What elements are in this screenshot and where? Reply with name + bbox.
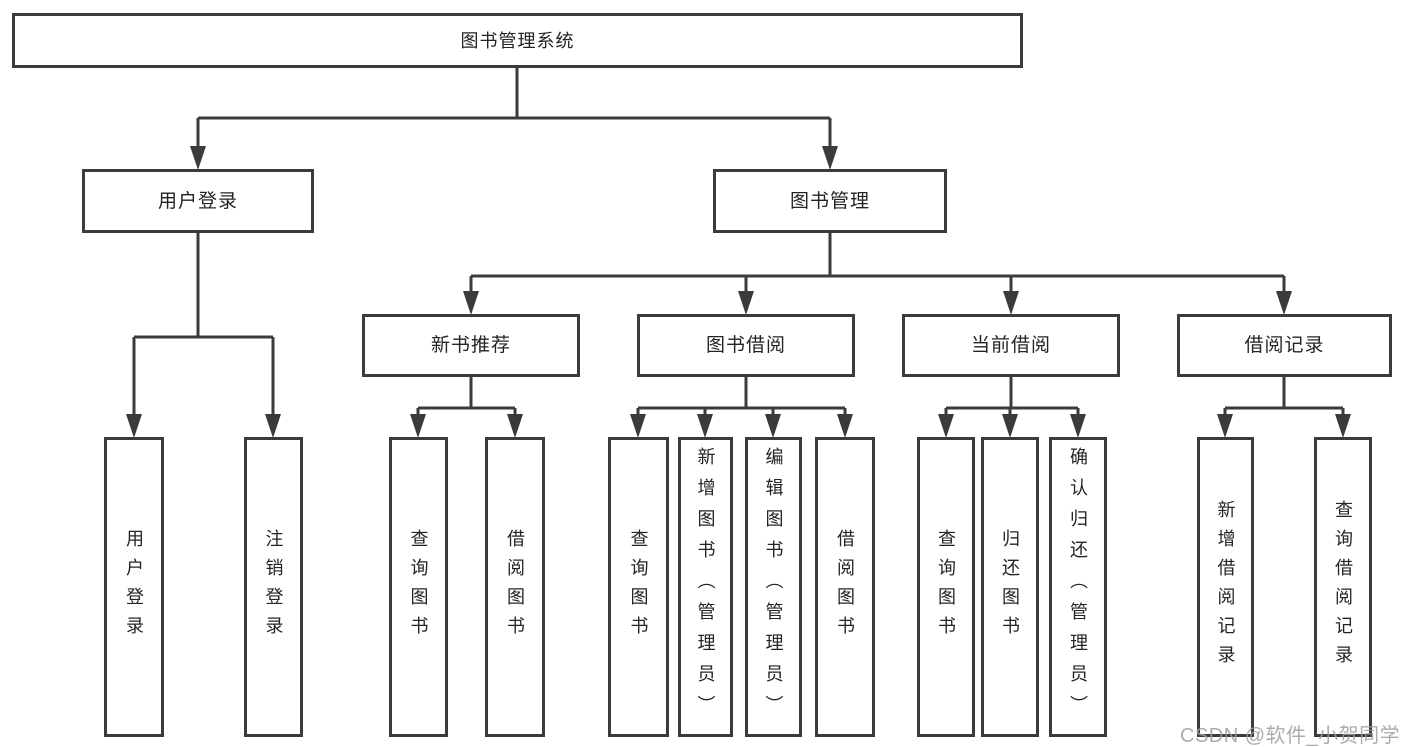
- node-new-book-recommendation: 新书推荐: [362, 314, 580, 377]
- csdn-watermark: CSDN @软件_小贺同学: [1180, 725, 1401, 747]
- arrowhead-icons: [126, 146, 1351, 438]
- leaf-query-books-recommend: 查询图书: [389, 437, 448, 737]
- leaf-logout: 注销登录: [244, 437, 303, 737]
- leaf-edit-books-admin: 编辑图书（管理员）: [745, 437, 802, 737]
- node-library-management-system: 图书管理系统: [12, 13, 1023, 68]
- node-book-management: 图书管理: [713, 169, 947, 233]
- leaf-query-borrow-record: 查询借阅记录: [1314, 437, 1372, 737]
- leaf-user-login: 用户登录: [104, 437, 164, 737]
- node-book-borrowing: 图书借阅: [637, 314, 855, 377]
- leaf-add-borrow-record: 新增借阅记录: [1197, 437, 1254, 737]
- connector-lines: [132, 68, 1345, 414]
- leaf-query-books-current: 查询图书: [917, 437, 975, 737]
- node-user-login: 用户登录: [82, 169, 314, 233]
- node-current-borrowing: 当前借阅: [902, 314, 1120, 377]
- leaf-confirm-return-admin: 确认归还（管理员）: [1049, 437, 1107, 737]
- leaf-add-books-admin: 新增图书（管理员）: [678, 437, 733, 737]
- leaf-borrow-books-recommend: 借阅图书: [485, 437, 545, 737]
- leaf-borrow-books-borrowing: 借阅图书: [815, 437, 875, 737]
- node-borrowing-records: 借阅记录: [1177, 314, 1392, 377]
- leaf-query-books-borrowing: 查询图书: [608, 437, 669, 737]
- leaf-return-books: 归还图书: [981, 437, 1039, 737]
